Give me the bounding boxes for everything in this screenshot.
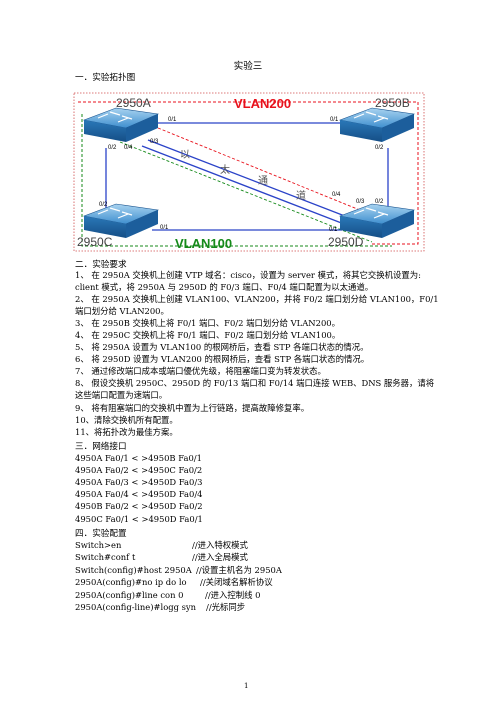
port-c-right: 0/1 [160, 225, 169, 231]
req-line: client 模式，将 2950A 与 2950D 的 F0/3 端口、F0/4… [75, 282, 374, 292]
config-comment: //关闭域名解析协议 [200, 577, 273, 587]
req-line: 3、 在 2950B 交换机上将 F0/1 端口、F0/2 端口划分给 VLAN… [75, 318, 340, 328]
label-vlan100: VLAN100 [175, 236, 232, 251]
label-2950a: 2950A [116, 96, 151, 110]
ethernet-char-1: 以 [180, 150, 190, 161]
label-vlan200: VLAN200 [234, 96, 291, 111]
links [105, 122, 389, 231]
port-c-up: 0/2 [99, 202, 108, 208]
topology-diagram: 2950A 2950B 2950C 2950D VLAN200 VLAN100 … [73, 92, 425, 252]
port-a-mid: 0/4 [124, 145, 133, 151]
interface-line: 4950A Fa0/3 < >4950D Fa0/3 [75, 477, 203, 487]
port-a-left: 0/2 [108, 145, 117, 151]
port-a-top: 0/1 [168, 117, 177, 123]
req-line: 5、 将 2950A 设置为 VLAN100 的根网桥后，查看 STP 各端口状… [75, 342, 369, 352]
req-line: 11、将拓扑改为最佳方案。 [75, 427, 178, 437]
port-a-diag: 0/3 [150, 139, 159, 145]
config-cmd: Switch>en [75, 540, 122, 550]
section-interfaces-heading: 三．网络接口 [75, 442, 127, 452]
config-cmd: 2950A(config)#line con 0 [75, 590, 184, 600]
interface-line: 4950B Fa0/2 < >4950D Fa0/2 [75, 501, 203, 511]
config-cmd: Switch(config)#host 2950A [75, 565, 192, 575]
switch-2950b [338, 107, 416, 142]
switch-2950c [82, 203, 160, 238]
config-comment: //光标同步 [206, 602, 246, 612]
section-requirements-heading: 二．实验要求 [75, 260, 127, 270]
req-line: 9、 将有阻塞端口的交换机中置为上行链路，提高故障修复率。 [75, 403, 310, 413]
section-topology-heading: 一．实验拓扑图 [75, 73, 136, 83]
port-b-down: 0/2 [375, 145, 384, 151]
link-a-d-f03 [147, 139, 351, 219]
link-a-d-f04 [141, 145, 345, 225]
req-line: 10、清除交换机所有配置。 [75, 415, 178, 425]
config-comment: //进入全局模式 [192, 552, 248, 562]
req-line: 1、 在 2950A 交换机上创建 VTP 域名：cisco，设置为 serve… [75, 270, 421, 280]
req-line: 8、 假设交换机 2950C、2950D 的 F0/13 端口和 F0/14 端… [75, 378, 435, 388]
config-comment: //进入特权模式 [192, 540, 248, 550]
label-2950b: 2950B [375, 96, 410, 110]
vlan200-path [78, 101, 419, 245]
port-b-top: 0/1 [330, 117, 339, 123]
port-d-diag4: 0/4 [332, 192, 341, 198]
ethernet-char-3: 通 [258, 175, 268, 187]
req-line: 这些端口配置为速端口。 [75, 390, 168, 400]
interface-line: 4950C Fa0/1 < >4950D Fa0/1 [75, 514, 203, 524]
section-config-heading: 四．实验配置 [75, 529, 127, 539]
req-line: 端口划分给 VLAN200。 [75, 306, 169, 316]
interface-line: 4950A Fa0/1 < >4950B Fa0/1 [75, 453, 202, 463]
config-cmd: Switch#conf t [75, 552, 136, 562]
config-comment: //设置主机名为 2950A [196, 565, 282, 575]
req-line: 6、 将 2950D 设置为 VLAN200 的根网桥后，查看 STP 各端口状… [75, 354, 370, 364]
port-d-diag3: 0/3 [356, 199, 365, 205]
interface-line: 4950A Fa0/4 < >4950D Fa0/4 [75, 489, 203, 499]
label-2950d: 2950D [328, 235, 364, 249]
req-line: 4、 在 2950C 交换机上将 F0/1 端口、F0/2 端口划分给 VLAN… [75, 330, 341, 340]
config-cmd: 2950A(config)#no ip do lo [75, 577, 187, 587]
req-line: 7、 通过修改端口成本或端口優优先级，将阻塞端口变为转发状态。 [75, 366, 326, 376]
port-d-left: 0/1 [329, 227, 338, 233]
config-comment: //进入控制线 0 [205, 590, 261, 600]
interface-line: 4950A Fa0/2 < >4950C Fa0/2 [75, 465, 203, 475]
page-title: 实验三 [233, 61, 263, 72]
port-d-up: 0/2 [375, 199, 384, 205]
label-2950c: 2950C [77, 235, 113, 249]
vlan100-diagonal [119, 141, 373, 243]
config-cmd: 2950A(config-line)#logg syn [75, 602, 197, 612]
req-line: 2、 在 2950A 交换机上创建 VLAN100、VLAN200，并将 F0/… [75, 294, 439, 304]
ethernet-char-4: 道 [296, 189, 306, 202]
topology-border [73, 92, 425, 252]
switch-2950d [338, 203, 416, 238]
page-number: 1 [244, 682, 249, 690]
ethernet-char-2: 太 [220, 163, 230, 176]
vlan100-path [81, 114, 392, 247]
switch-2950a [82, 107, 160, 142]
